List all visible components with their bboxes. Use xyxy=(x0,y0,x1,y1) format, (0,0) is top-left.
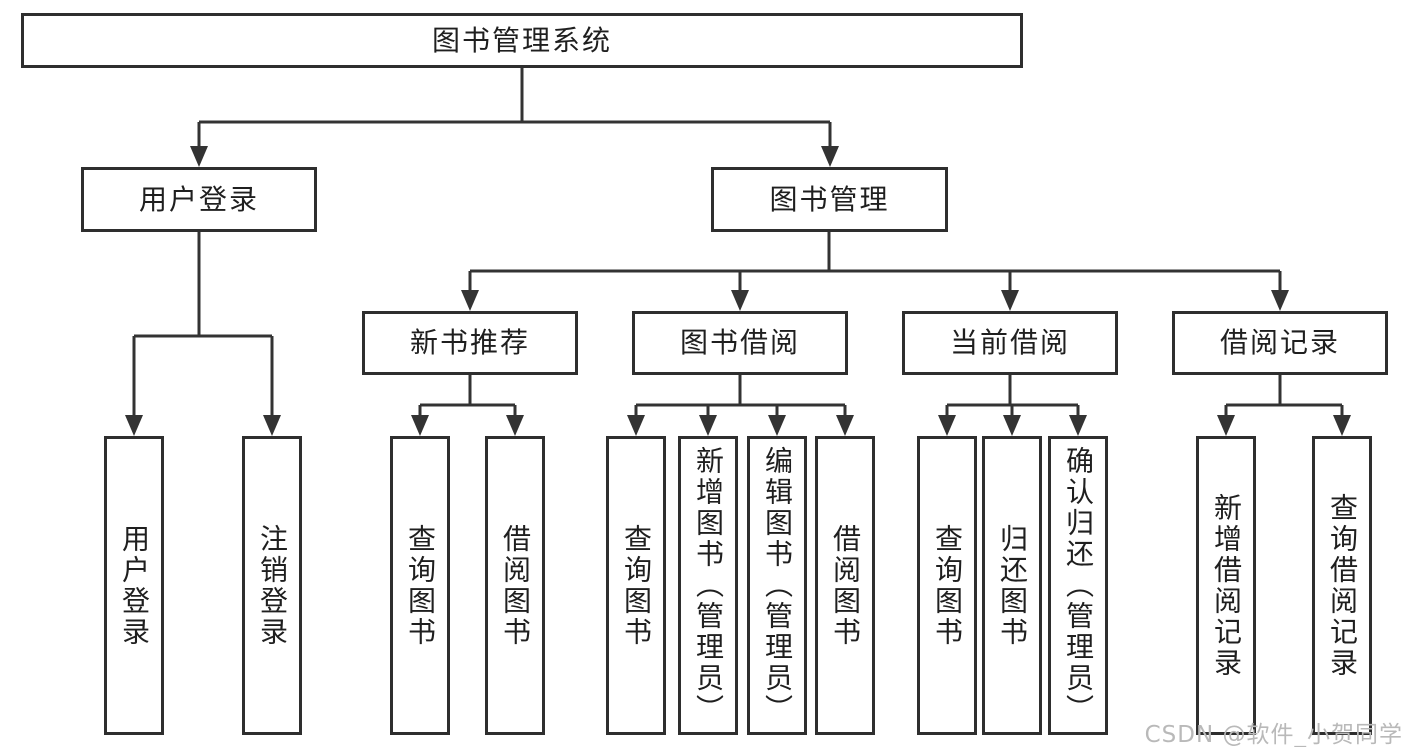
leaf-logout: 注销登录 xyxy=(242,436,302,735)
leaf-label: 归还图书 xyxy=(996,523,1029,648)
leaf-query-borrow-record: 查询借阅记录 xyxy=(1312,436,1372,735)
leaf-edit-books-admin: 编辑图书（管理员） xyxy=(747,436,807,735)
leaf-label: 用户登录 xyxy=(118,523,151,648)
node-book-borrowing: 图书借阅 xyxy=(632,311,848,375)
node-label: 图书管理 xyxy=(769,182,890,216)
node-label: 用户登录 xyxy=(138,182,259,216)
node-system-root: 图书管理系统 xyxy=(21,13,1023,68)
leaf-label: 确认归还（管理员） xyxy=(1062,446,1095,725)
node-label: 借阅记录 xyxy=(1219,326,1340,359)
leaf-borrow-books: 借阅图书 xyxy=(815,436,875,735)
arrowhead-icons xyxy=(125,146,1351,436)
leaf-return-books: 归还图书 xyxy=(982,436,1042,735)
leaf-query-books-borrowing: 查询图书 xyxy=(606,436,666,735)
leaf-label: 借阅图书 xyxy=(499,523,532,648)
leaf-confirm-return-admin: 确认归还（管理员） xyxy=(1048,436,1108,735)
node-user-login: 用户登录 xyxy=(81,167,317,232)
leaf-label: 查询借阅记录 xyxy=(1326,492,1359,679)
node-label: 图书借阅 xyxy=(679,326,800,359)
leaf-query-books-recommend: 查询图书 xyxy=(390,436,450,735)
leaf-label: 查询图书 xyxy=(931,523,964,648)
csdn-watermark: CSDN @软件_小贺同学 xyxy=(1144,722,1403,747)
leaf-borrow-books-recommend: 借阅图书 xyxy=(485,436,545,735)
node-label: 当前借阅 xyxy=(949,326,1070,359)
leaf-label: 借阅图书 xyxy=(829,523,862,648)
node-label: 图书管理系统 xyxy=(431,23,612,57)
node-label: 新书推荐 xyxy=(409,326,530,359)
node-new-book-recommend: 新书推荐 xyxy=(362,311,578,375)
leaf-add-borrow-record: 新增借阅记录 xyxy=(1196,436,1256,735)
leaf-label: 新增图书（管理员） xyxy=(692,446,725,725)
leaf-label: 新增借阅记录 xyxy=(1210,492,1243,679)
node-borrowing-records: 借阅记录 xyxy=(1172,311,1388,375)
leaf-add-books-admin: 新增图书（管理员） xyxy=(678,436,738,735)
leaf-label: 编辑图书（管理员） xyxy=(761,446,794,725)
node-book-management: 图书管理 xyxy=(711,167,948,232)
leaf-query-books-current: 查询图书 xyxy=(917,436,977,735)
leaf-label: 注销登录 xyxy=(256,523,289,648)
leaf-label: 查询图书 xyxy=(620,523,653,648)
leaf-user-login: 用户登录 xyxy=(104,436,164,735)
leaf-label: 查询图书 xyxy=(404,523,437,648)
node-current-borrowing: 当前借阅 xyxy=(902,311,1118,375)
